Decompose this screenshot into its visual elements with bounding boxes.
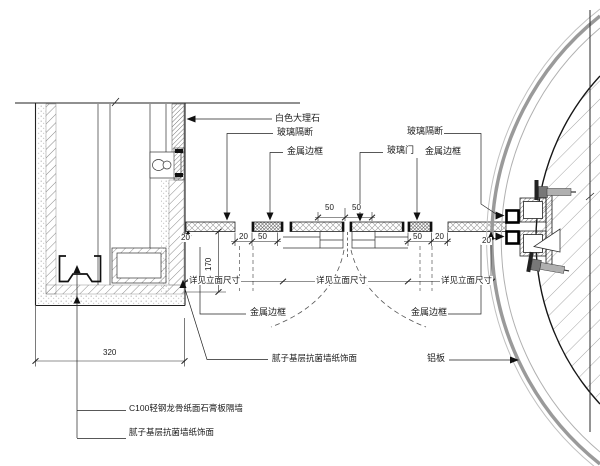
door-frame-details — [239, 232, 433, 328]
glass-panel-left — [185, 221, 236, 232]
dim-gap-right: 20 — [434, 232, 445, 241]
marble-fixing — [149, 147, 185, 181]
anchor-bolt-top — [534, 180, 576, 200]
left-wall-section — [15, 97, 300, 307]
label-metal-frame-lower-left: 金属边框 — [249, 307, 288, 317]
dim-frame-right: 50 — [412, 232, 423, 241]
door-leaf-right — [349, 221, 405, 232]
curved-wall — [486, 8, 600, 466]
metal-frame-right — [407, 221, 433, 232]
door-swing-arc-right — [350, 249, 427, 328]
label-marble: 白色大理石 — [274, 113, 322, 123]
glass-clamp-top — [505, 209, 520, 224]
label-aluminum-panel: 铝板 — [426, 353, 447, 363]
label-glass-partition-left: 玻璃隔断 — [276, 127, 315, 137]
dim-glass-at-wall: 20 — [180, 233, 191, 242]
marble-strip — [171, 103, 185, 154]
dim-wall-total: 320 — [102, 348, 118, 357]
leader-lines — [73, 115, 519, 439]
anchor-bolt-bottom — [526, 251, 570, 274]
glass-clamp-bottom — [505, 230, 520, 245]
label-metal-frame-upper-left: 金属边框 — [286, 146, 325, 156]
label-see-elevation-right: 详见立面尺寸 — [440, 275, 494, 285]
dim-door-stile-right: 50 — [351, 203, 362, 212]
dim-glass-at-curve: 20 — [481, 236, 492, 245]
label-steel-stud-partition: C100轻钢龙骨纸面石膏板隔墙 — [128, 403, 244, 413]
label-see-elevation-left: 详见立面尺寸 — [188, 275, 242, 285]
label-wallpaper-finish-mid: 腻子基层抗菌墙纸饰面 — [271, 353, 359, 363]
metal-frame-left — [251, 221, 284, 232]
door-leaf-left — [289, 221, 345, 232]
label-metal-frame-upper-right: 金属边框 — [424, 146, 463, 156]
label-glass-partition-right: 玻璃隔断 — [406, 126, 445, 136]
dim-door-stile-left: 50 — [324, 203, 335, 212]
label-wallpaper-finish-bottom: 腻子基层抗菌墙纸饰面 — [128, 427, 216, 437]
label-metal-frame-lower-right: 金属边框 — [410, 307, 449, 317]
partition-band — [185, 221, 507, 232]
dim-gap-left: 20 — [238, 232, 249, 241]
label-glass-door: 玻璃门 — [386, 145, 416, 155]
dim-partition-depth: 170 — [204, 256, 213, 272]
label-see-elevation-middle: 详见立面尺寸 — [315, 275, 369, 285]
dim-frame-left: 50 — [257, 232, 268, 241]
section-hatch — [535, 80, 600, 400]
steel-stud-profile — [58, 255, 102, 283]
glass-panel-right — [447, 221, 507, 232]
dimension-lines — [32, 208, 496, 367]
door-swing-arc-left — [270, 249, 345, 328]
fixing-brackets — [505, 180, 576, 274]
